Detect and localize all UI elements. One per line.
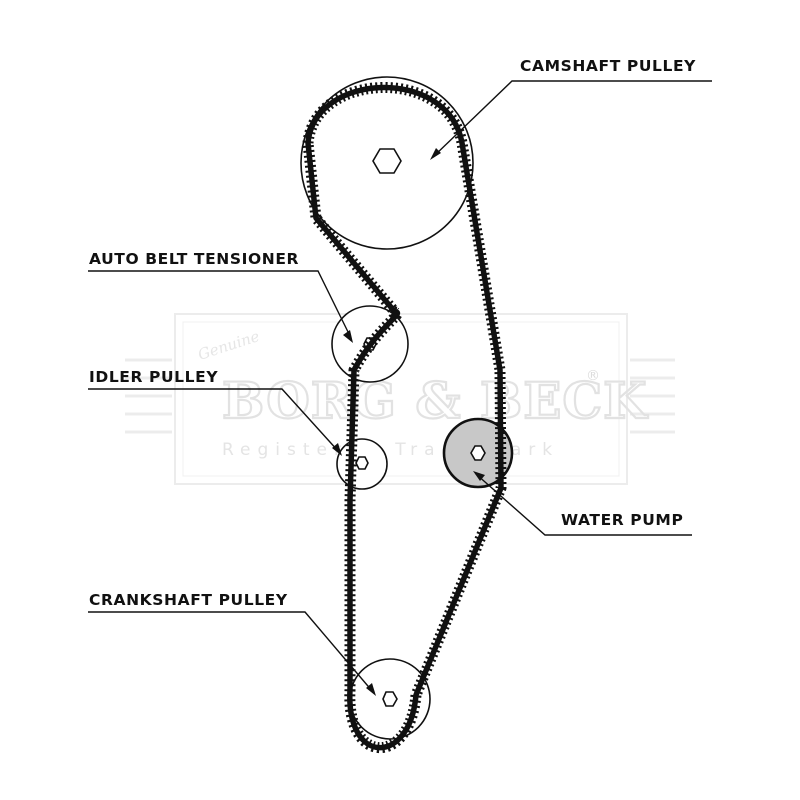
leader-arrowheads (332, 148, 485, 696)
crankshaft-arrowhead (366, 683, 376, 696)
camshaft-leader (432, 80, 712, 158)
camshaft-hex-bolt (372, 148, 402, 174)
water-pump-label: WATER PUMP (561, 511, 683, 529)
leader-lines (88, 80, 712, 693)
idler-pulley (336, 438, 388, 490)
camshaft-pulley (300, 76, 474, 250)
crankshaft-pulley-label: CRANKSHAFT PULLEY (89, 591, 288, 609)
timing-belt (302, 82, 507, 754)
labels: CAMSHAFT PULLEY AUTO BELT TENSIONER IDLE… (89, 57, 696, 609)
watermark-stripes-left (125, 358, 172, 434)
tensioner-arrowhead (343, 330, 353, 343)
idler-hex-bolt (355, 456, 369, 470)
watermark-brand: BORG & BECK (222, 371, 648, 430)
idler-leader (88, 388, 340, 453)
camshaft-arrowhead (430, 148, 441, 160)
watermark-stripes-right (630, 358, 675, 434)
tensioner-leader (88, 270, 352, 339)
camshaft-pulley-label: CAMSHAFT PULLEY (520, 57, 696, 75)
crankshaft-leader (88, 611, 374, 693)
idler-pulley-label: IDLER PULLEY (89, 368, 218, 386)
auto-belt-tensioner-label: AUTO BELT TENSIONER (89, 250, 299, 268)
crankshaft-hex-bolt (382, 691, 398, 707)
water-pump-hex-bolt (470, 445, 486, 461)
water-pump-pulley (442, 417, 514, 489)
watermark-registered: ® (586, 368, 600, 384)
watermark-genuine: Genuine (196, 327, 262, 364)
water-pump-arrowhead (473, 471, 485, 481)
idler-arrowhead (332, 443, 342, 456)
water-pump-leader (475, 473, 692, 536)
